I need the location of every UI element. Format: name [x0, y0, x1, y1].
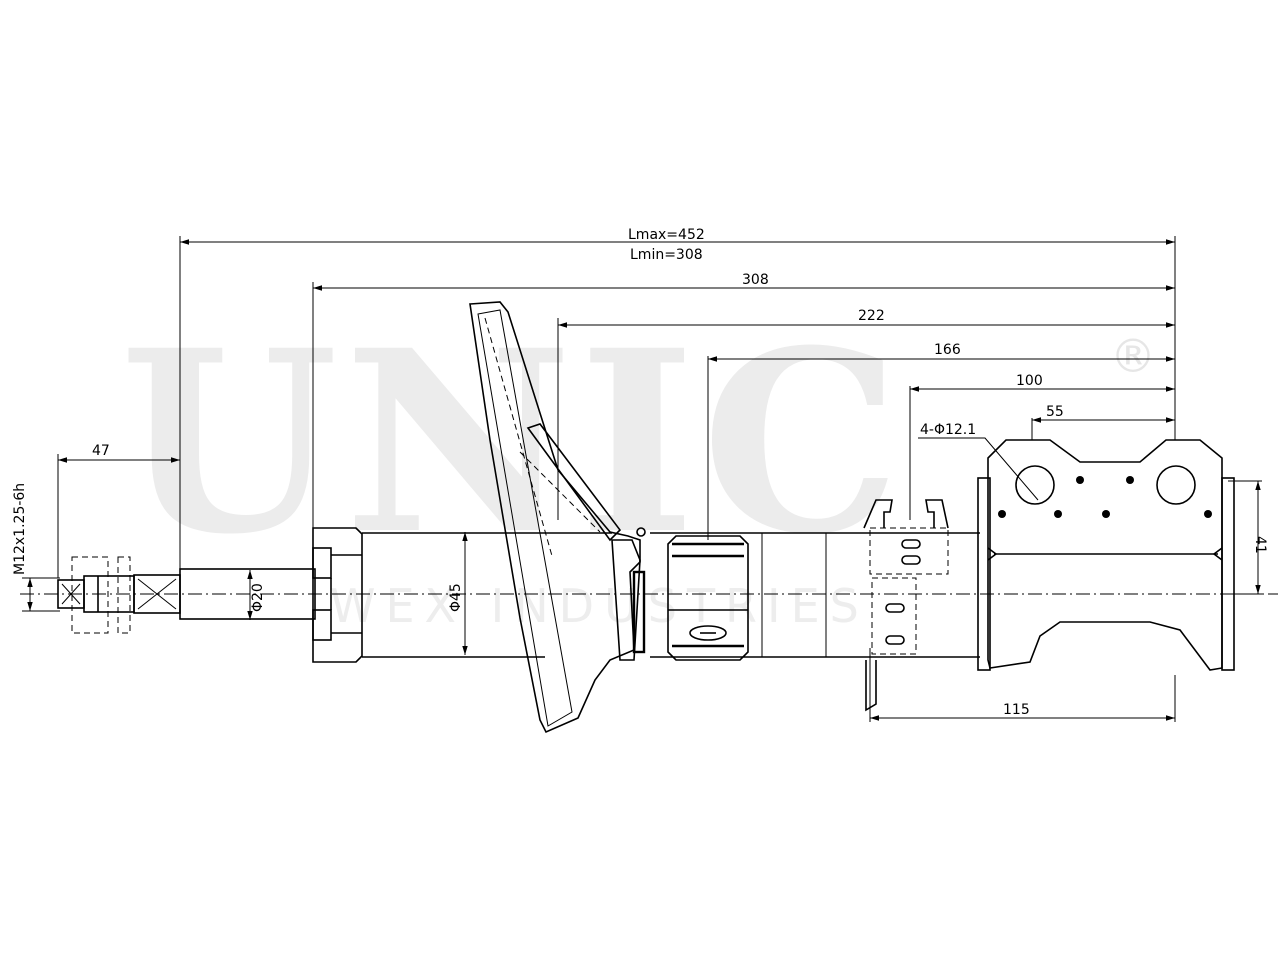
- dim-41-label: 41: [1252, 536, 1268, 554]
- dim-222-label: 222: [858, 308, 885, 324]
- watermark: UNIC ® WEX INDUSTRIES: [120, 295, 1156, 633]
- dim-lmax-label: Lmax=452: [628, 227, 705, 243]
- dim-47-label: 47: [92, 443, 110, 459]
- piston-rod: [133, 568, 316, 620]
- dim-thread-label: M12x1.25-6h: [12, 483, 28, 575]
- extension-lines: [22, 236, 1262, 722]
- knuckle-bracket: [977, 439, 1235, 671]
- dim-rod-label: Φ20: [250, 583, 266, 612]
- spring-seat: [469, 301, 646, 734]
- brake-bracket: [863, 499, 949, 712]
- watermark-subtitle: WEX INDUSTRIES: [330, 579, 869, 633]
- nut-outline: [71, 556, 109, 634]
- dim-308-label: 308: [742, 272, 769, 288]
- dim-lmin-label: Lmin=308: [630, 247, 703, 263]
- watermark-brand: UNIC: [120, 295, 906, 589]
- watermark-registered-mark: ®: [1110, 329, 1156, 383]
- dim-holes-label: 4-Φ12.1: [920, 422, 976, 438]
- dim-166-label: 166: [934, 342, 961, 358]
- outer-tube: [362, 532, 980, 658]
- holes-leader: [918, 437, 1039, 501]
- top-cap: [312, 527, 363, 663]
- dim-100-label: 100: [1016, 373, 1043, 389]
- band-clamp: [667, 535, 749, 661]
- dim-55-label: 55: [1046, 404, 1064, 420]
- dim-115-label: 115: [1003, 702, 1030, 718]
- dim-body-label: Φ45: [448, 583, 464, 612]
- dimension-lines: Lmax=452 Lmin=308 308 222 166 100 55 4-Φ…: [12, 227, 1268, 721]
